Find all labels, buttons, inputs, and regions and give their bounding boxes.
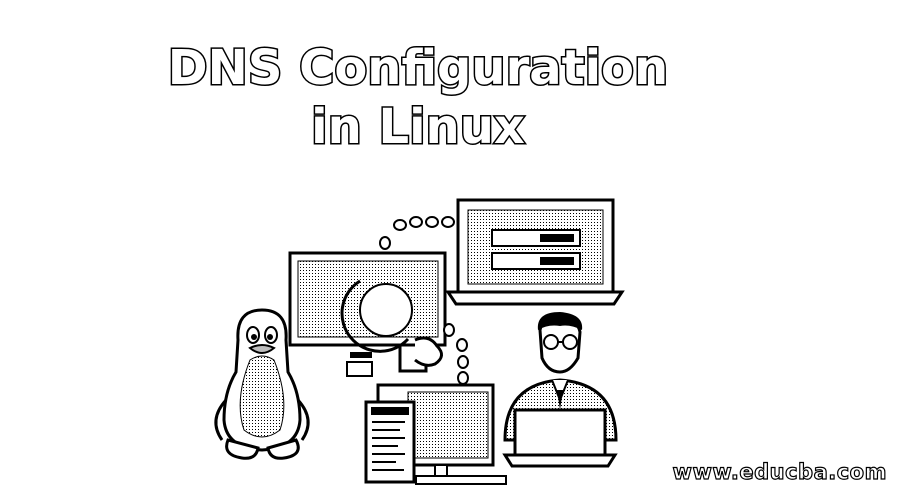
title-line-2: in Linux: [311, 99, 525, 155]
desktop-monitor-icon: [288, 251, 447, 377]
title-block: DNS Configuration in Linux: [166, 39, 669, 157]
server-terminal-icon: [364, 383, 507, 485]
connection-dots-icon: [379, 216, 455, 250]
user-at-laptop-icon: [502, 312, 618, 468]
watermark-url: www.educba.com: [672, 459, 887, 484]
connection-dots-icon-lower: [443, 323, 469, 385]
title-line-1: DNS Configuration: [168, 40, 668, 96]
laptop-icon: [445, 198, 625, 306]
tux-penguin-icon: [214, 308, 310, 460]
